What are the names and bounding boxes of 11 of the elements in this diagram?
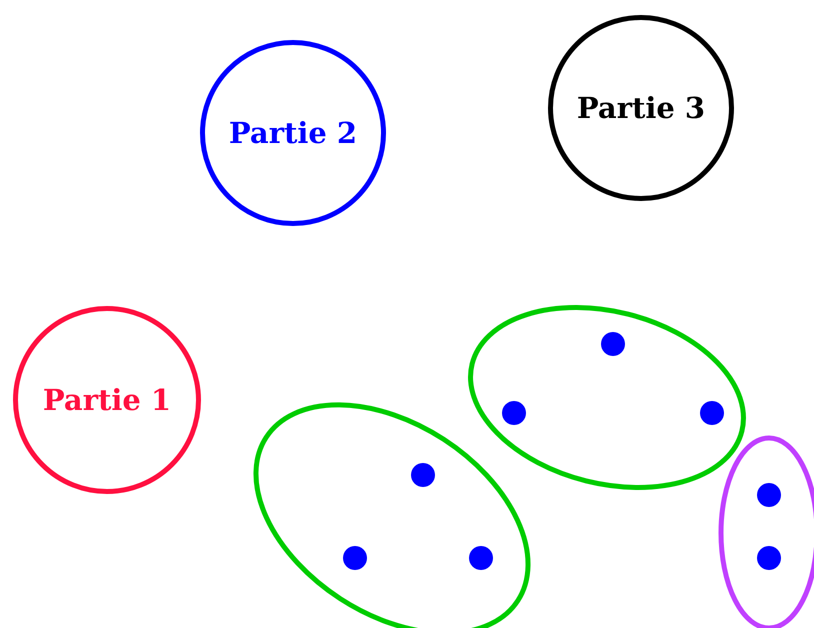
circle-label: Partie 1: [42, 383, 172, 417]
circle-label: Partie 3: [576, 91, 706, 125]
dot: [343, 546, 367, 570]
dot: [757, 546, 781, 570]
dot: [411, 463, 435, 487]
circle-label: Partie 2: [228, 116, 358, 150]
dot: [469, 546, 493, 570]
dot: [601, 332, 625, 356]
dot: [502, 401, 526, 425]
dot: [757, 483, 781, 507]
dot: [700, 401, 724, 425]
